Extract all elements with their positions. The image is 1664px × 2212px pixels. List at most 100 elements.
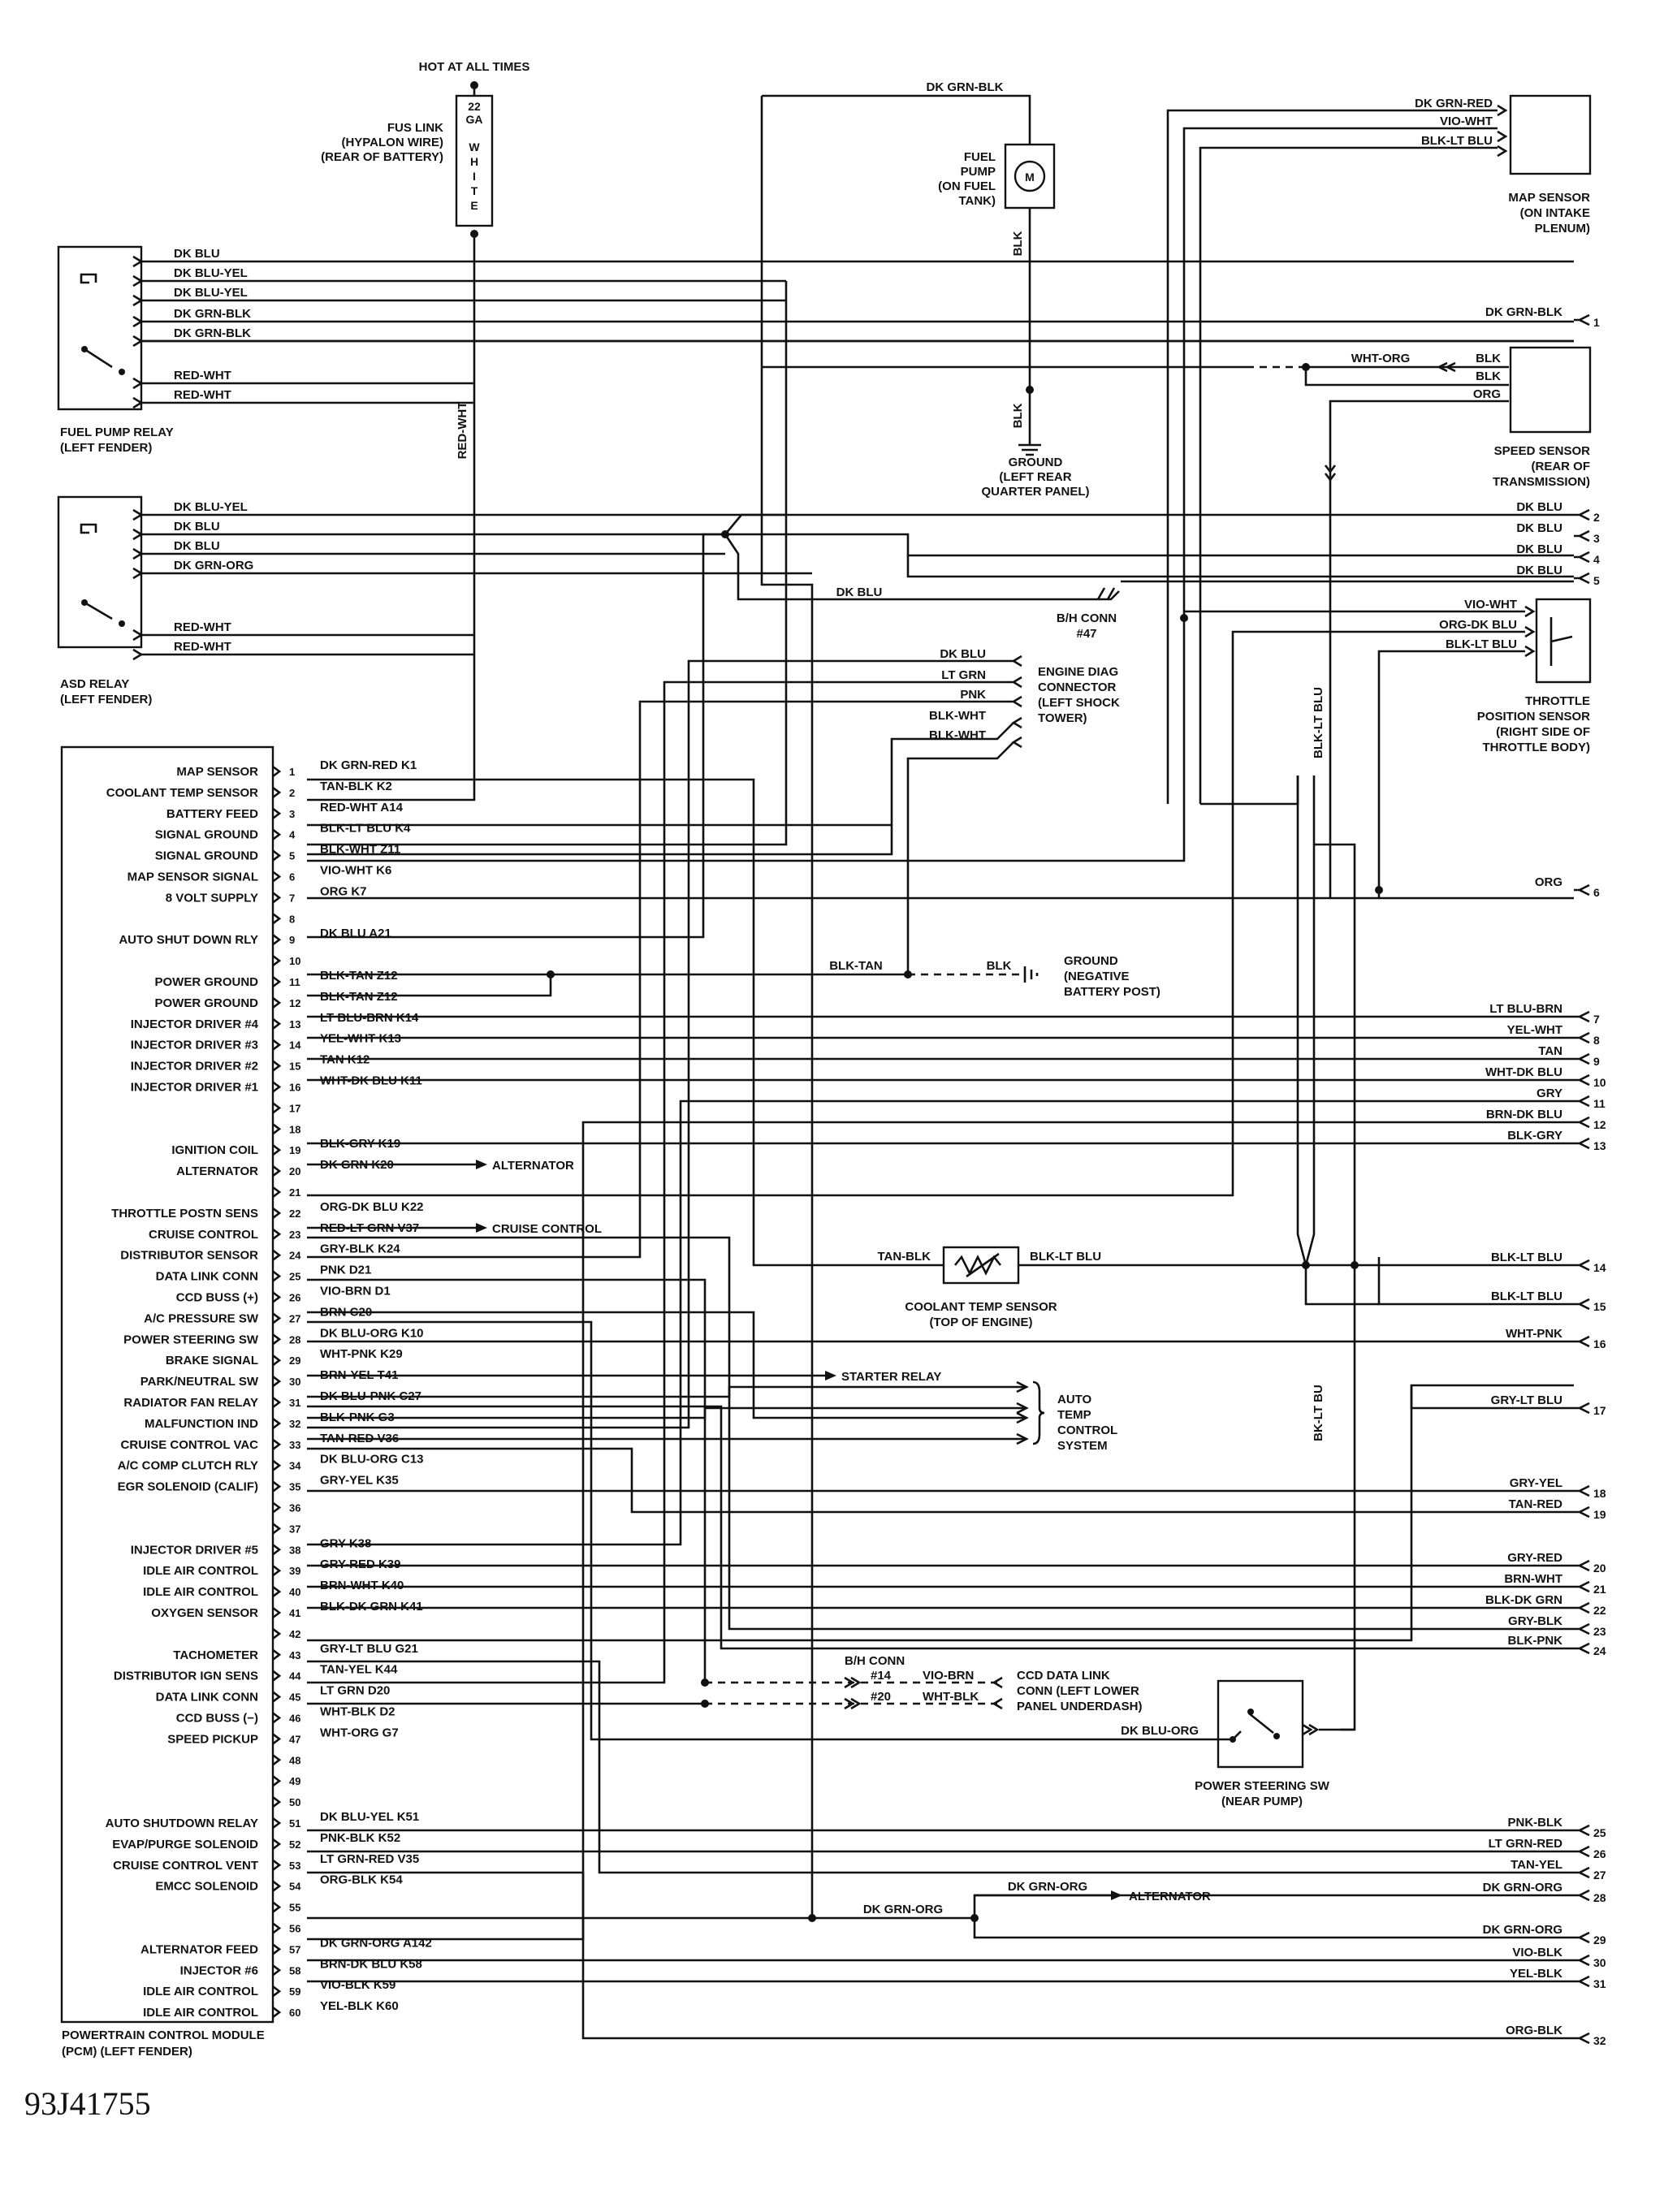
pcm-pin-wire: ORG K7 xyxy=(320,884,367,898)
asd-splice-network: DK BLU B/H CONN #47 xyxy=(307,513,1574,939)
output-arrows: ALTERNATOR CRUISE CONTROL STARTER RELAY xyxy=(307,1159,941,1384)
pcm-pin-number: 28 xyxy=(289,1333,300,1346)
pcm-pin-wire: DK BLU-YEL K51 xyxy=(320,1810,419,1824)
pcm-pin-wire: LT GRN D20 xyxy=(320,1684,390,1698)
fp-relay-label-2: (LEFT FENDER) xyxy=(60,441,152,455)
blk-ltblu-bus xyxy=(1296,775,1316,1266)
right-conn-wire-label: LT BLU-BRN xyxy=(1489,1002,1562,1016)
right-conn-pin-number: 22 xyxy=(1593,1604,1606,1617)
right-conn-pin-number: 6 xyxy=(1593,886,1600,899)
fp-relay-wire-label: RED-WHT xyxy=(174,388,231,402)
pcm-pin-name: IDLE AIR CONTROL xyxy=(143,1585,258,1599)
fuse-color-e: E xyxy=(470,199,478,212)
cts-label-1: COOLANT TEMP SENSOR xyxy=(905,1300,1057,1314)
bh47-dkblu-label: DK BLU xyxy=(836,585,883,599)
fp-ground-label-1: GROUND xyxy=(1009,456,1063,469)
pcm-pin-wire: ORG-BLK K54 xyxy=(320,1873,403,1887)
fuel-pump: DK GRN-BLK M FUEL PUMP (ON FUEL TANK) BL… xyxy=(762,80,1090,499)
pcm-pin-number: 57 xyxy=(289,1943,300,1955)
pcm-pin-number: 46 xyxy=(289,1713,300,1725)
fuel-pump-feed-wire xyxy=(762,94,1031,145)
tps-wire-1-label: VIO-WHT xyxy=(1464,598,1517,611)
alternator-2-label: ALTERNATOR xyxy=(1129,1890,1211,1903)
ccd-vio-brn-wire xyxy=(307,1278,707,1683)
fusible-link-box xyxy=(455,94,494,227)
vertical-blk-ltblu-label: BLK-LT BLU xyxy=(1312,687,1325,758)
wire-pcm33-conn19 xyxy=(307,1447,1574,1514)
fuel-pump-motor-letter: M xyxy=(1025,171,1035,184)
fp-relay-pin-arrow xyxy=(132,396,144,409)
ps-switch-contact-3 xyxy=(1273,1733,1280,1739)
right-conn-pin-number: 32 xyxy=(1593,2034,1606,2047)
tps-org-dkblu-wire xyxy=(307,630,1525,1197)
pcm-pin-arrow xyxy=(272,1376,282,1388)
pcm-pin-arrow xyxy=(272,1586,282,1598)
fp-relay-pin-arrow xyxy=(132,335,144,348)
wire-pcm32-conn24 xyxy=(307,1405,1574,1650)
right-conn-wire-label: TAN-YEL xyxy=(1511,1858,1562,1872)
pcm-pin-name: AUTO SHUTDOWN RELAY xyxy=(106,1817,258,1830)
diag-pnk-wire xyxy=(307,700,1014,1259)
splice-to-bh-conn xyxy=(724,534,1120,601)
fp-ground-label-2: (LEFT REAR xyxy=(999,470,1071,484)
right-conn-wire-label: YEL-BLK xyxy=(1510,1967,1562,1981)
ccd-wire-14: VIO-BRN xyxy=(923,1669,974,1683)
pcm-pin-name: CCD BUSS (−) xyxy=(176,1712,258,1726)
pcm-pin-name: INJECTOR #6 xyxy=(180,1964,258,1977)
pcm-pin-arrow xyxy=(272,2007,282,2019)
alt-upper-wire xyxy=(973,1894,1111,1918)
pcm-label-1: POWERTRAIN CONTROL MODULE xyxy=(62,2028,265,2042)
map-blk-ltblu-wire xyxy=(1199,146,1498,804)
right-conn-wire-label: BLK-PNK xyxy=(1508,1634,1563,1648)
pcm-pin-name: POWER GROUND xyxy=(155,975,259,989)
pcm-pin-arrow xyxy=(272,1102,282,1114)
speed-sensor-label-2: (REAR OF xyxy=(1532,460,1591,473)
speed-wht-org-label: WHT-ORG xyxy=(1351,352,1411,365)
pcm-pin-wire: WHT-ORG G7 xyxy=(320,1726,399,1739)
pcm-pin-arrow xyxy=(272,1480,282,1493)
pcm-to-edge-wires xyxy=(307,823,1574,2040)
ccd-label-3: PANEL UNDERDASH) xyxy=(1017,1700,1142,1713)
pcm-pin-wire: DK GRN-RED K1 xyxy=(320,758,417,772)
ccd-data-link-conn: B/H CONN #14 VIO-BRN #20 WHT-BLK CCD DAT… xyxy=(307,1278,1142,1713)
ps-switch-arrows xyxy=(1302,1723,1320,1736)
right-conn-pin-number: 19 xyxy=(1593,1508,1606,1521)
speed-org-conn-arrows xyxy=(1324,464,1337,482)
asd-relay-wire-label: DK BLU xyxy=(174,539,220,553)
pcm-pin-arrow xyxy=(272,1039,282,1051)
pcm-label-2: (PCM) (LEFT FENDER) xyxy=(62,2045,192,2059)
pcm-pin-wire: VIO-WHT K6 xyxy=(320,864,391,878)
right-conn-pin-arrow xyxy=(1574,1259,1590,1272)
pcm-pin-number: 44 xyxy=(289,1670,301,1683)
pcm-pin-number: 18 xyxy=(289,1123,300,1135)
pcm-pin-number: 29 xyxy=(289,1354,300,1367)
right-conn-pin-number: 21 xyxy=(1593,1583,1606,1596)
pcm-pin-name: IGNITION COIL xyxy=(171,1143,258,1157)
pcm-pin-arrow xyxy=(272,1901,282,1913)
tps-pin-arrows xyxy=(1524,605,1536,658)
right-conn-pin-arrow xyxy=(1574,1845,1590,1858)
right-conn-pin-arrow xyxy=(1574,1824,1590,1837)
speed-wire-1-label: BLK xyxy=(1476,352,1501,365)
fp-relay-wire-label: DK BLU-YEL xyxy=(174,286,248,300)
pcm-pin-arrow xyxy=(272,1144,282,1156)
pcm-pin-name: DISTRIBUTOR IGN SENS xyxy=(114,1670,258,1683)
starter-arrow-icon xyxy=(825,1371,836,1380)
right-conn-pin-arrow xyxy=(1574,1074,1590,1087)
pcm-pin-number: 21 xyxy=(289,1186,300,1199)
fuel-pump-feed-label: DK GRN-BLK xyxy=(927,80,1004,94)
power-steering-switch: DK BLU-ORG POWER STEERING SW (NEAR PUMP) xyxy=(307,1320,1355,1808)
right-conn-wire-label: DK BLU xyxy=(1516,500,1562,514)
fp-ground-label-3: QUARTER PANEL) xyxy=(981,485,1089,499)
batt-ground-label-2: (NEGATIVE xyxy=(1064,970,1130,983)
right-conn-pin-arrow xyxy=(1574,1601,1590,1614)
right-conn-pin-number: 29 xyxy=(1593,1933,1606,1946)
pcm-pin-number: 38 xyxy=(289,1544,300,1556)
right-conn-wire-label: PNK-BLK xyxy=(1508,1816,1563,1830)
pcm-pin-number: 55 xyxy=(289,1902,300,1914)
ground-symbol-icon xyxy=(1018,443,1041,456)
pcm-pin-number: 24 xyxy=(289,1250,301,1262)
right-conn-pin-number: 20 xyxy=(1593,1562,1606,1575)
